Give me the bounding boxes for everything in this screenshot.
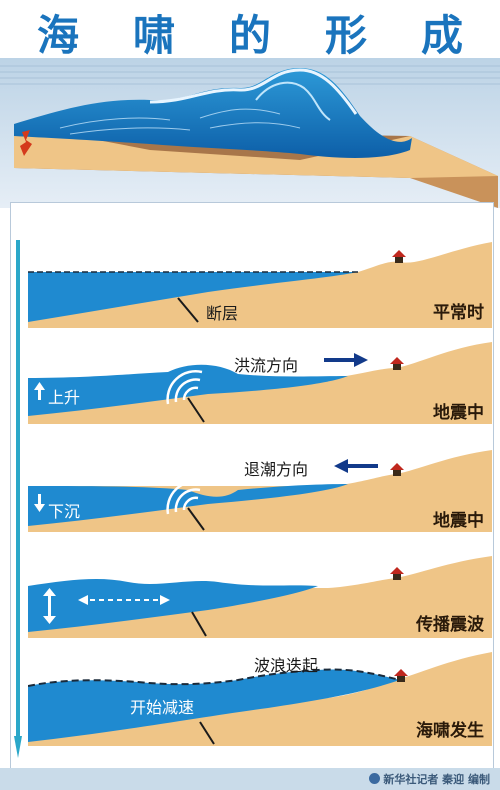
title-char: 的 — [228, 10, 271, 60]
house-icon — [392, 250, 406, 263]
water-note-sink: 下沉 — [48, 502, 81, 521]
house-icon — [390, 357, 404, 370]
title-char: 成 — [420, 10, 463, 60]
title-char: 海 — [36, 10, 79, 60]
sea-water — [14, 68, 412, 158]
panel-tsunami: 波浪迭起 开始减速 海啸发生 — [28, 650, 492, 746]
stage-label: 地震中 — [433, 511, 484, 531]
note-fault: 断层 — [206, 304, 239, 323]
panel-quake-uplift: 上升 洪流方向 地震中 — [28, 338, 492, 424]
panel-normal: 断层 平常时 — [28, 242, 492, 328]
right-arrow-icon — [324, 353, 368, 367]
stage-label: 海啸发生 — [416, 721, 484, 741]
note-flood-direction: 洪流方向 — [234, 356, 299, 375]
stage-label: 地震中 — [433, 403, 484, 423]
water-note-rise: 上升 — [48, 388, 81, 407]
dashed-horizontal-arrow — [78, 595, 170, 605]
block-top — [14, 124, 498, 178]
timeline-arrow — [14, 240, 22, 758]
credit-text: 新华社记者 秦迎 编制 — [383, 773, 490, 786]
down-arrow-icon — [34, 494, 45, 512]
title-char: 形 — [324, 10, 367, 60]
stage-label: 平常时 — [433, 303, 484, 323]
note-waves-rise: 波浪迭起 — [254, 656, 319, 675]
hero-tsunami-illustration — [0, 58, 500, 208]
house-icon — [394, 669, 408, 682]
ripple-icon — [166, 480, 203, 515]
up-arrow-icon — [34, 382, 45, 400]
fault-crack — [20, 130, 32, 156]
page-title: 海 啸 的 形 成 — [0, 6, 500, 60]
double-arrow-icon — [43, 588, 56, 624]
title-bar: 海 啸 的 形 成 — [0, 0, 500, 62]
panel-propagation: 传播震波 — [28, 552, 492, 638]
note-ebb-direction: 退潮方向 — [244, 460, 309, 479]
title-char: 啸 — [132, 10, 175, 60]
panel-quake-sink: 下沉 退潮方向 地震中 — [28, 446, 492, 532]
stage-label: 传播震波 — [416, 615, 484, 635]
ripple-icon — [166, 370, 203, 405]
credit-line: 新华社记者 秦迎 编制 — [369, 771, 490, 787]
house-icon — [390, 567, 404, 580]
house-icon — [390, 463, 404, 476]
left-arrow-icon — [334, 459, 378, 473]
water-note-slowdown: 开始减速 — [130, 698, 195, 717]
xinhua-logo-icon — [369, 773, 381, 784]
